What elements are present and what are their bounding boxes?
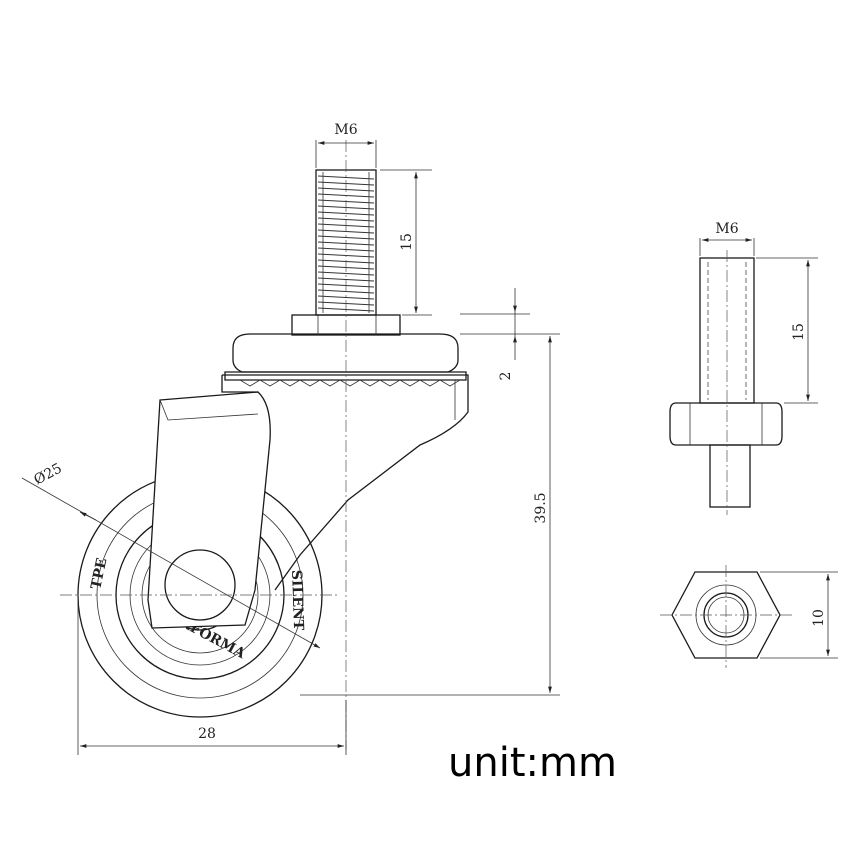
thread-line bbox=[317, 271, 375, 276]
dim-stem-length: 15 bbox=[399, 233, 415, 251]
fork-arm bbox=[147, 391, 271, 629]
dim-stud-length: 15 bbox=[791, 323, 807, 341]
thread-line bbox=[317, 175, 375, 180]
thread-line bbox=[317, 235, 375, 240]
top-plate bbox=[224, 333, 467, 387]
caster-front-view: TPE PERFORMA SILENT bbox=[60, 140, 469, 750]
unit-label: unit:mm bbox=[448, 740, 617, 786]
dim-thread-size: M6 bbox=[334, 122, 357, 138]
tire-text-right: SILENT bbox=[288, 570, 306, 631]
dim-nut-across-flats: 10 bbox=[811, 609, 827, 627]
tire-text-top: TPE bbox=[88, 557, 110, 591]
dim-stud-thread-size: M6 bbox=[715, 221, 738, 237]
stud-side-view: M6 15 bbox=[669, 221, 818, 515]
stud-shank bbox=[709, 444, 751, 508]
dim-width: 28 bbox=[198, 726, 216, 742]
thread-line bbox=[317, 277, 375, 282]
thread-line bbox=[317, 295, 375, 300]
dim-plate-thickness: 2 bbox=[498, 372, 514, 381]
caster-dimensions: M6 15 2 39.5 Ø25 28 bbox=[21, 122, 560, 755]
thread-line bbox=[317, 211, 375, 216]
nut-top-view: 10 bbox=[660, 565, 838, 668]
swivel-housing bbox=[221, 374, 469, 591]
dim-wheel-diameter: Ø25 bbox=[31, 461, 64, 489]
stud-hex-nut bbox=[669, 402, 783, 446]
dim-total-height: 39.5 bbox=[533, 492, 549, 523]
thread-line bbox=[317, 217, 375, 222]
